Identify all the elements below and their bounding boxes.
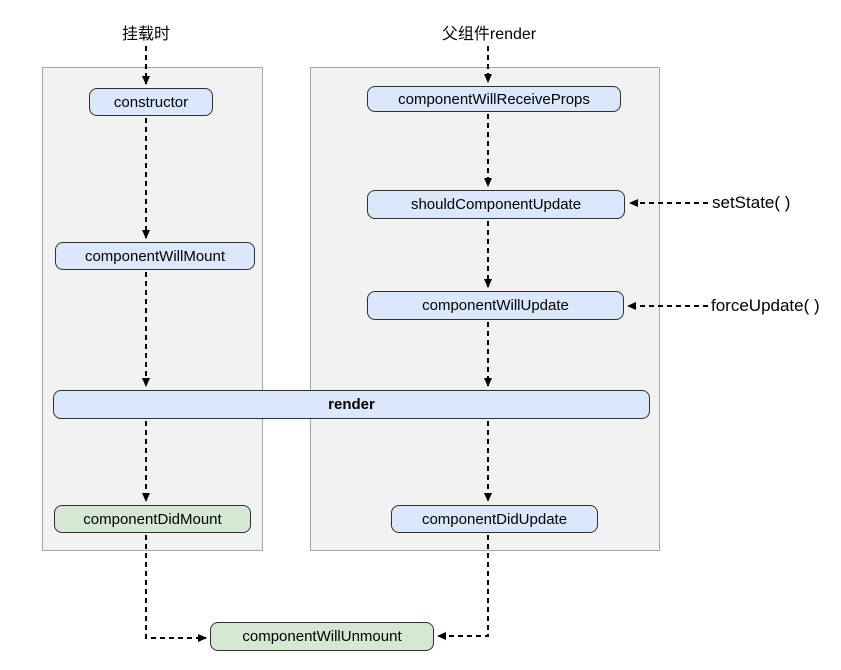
node-render: render: [53, 390, 650, 419]
node-component-did-mount: componentDidMount: [54, 505, 251, 533]
node-component-will-update: componentWillUpdate: [367, 291, 624, 320]
node-should-component-update: shouldComponentUpdate: [367, 190, 625, 219]
mount-phase-header: 挂载时: [121, 26, 171, 43]
node-component-will-receive-props: componentWillReceiveProps: [367, 86, 621, 112]
mount-phase-panel: [42, 67, 263, 551]
parent-render-header: 父组件render: [441, 26, 537, 43]
node-constructor: constructor: [89, 88, 213, 116]
force-update-label: forceUpdate( ): [711, 296, 820, 315]
node-component-did-update: componentDidUpdate: [391, 505, 598, 533]
set-state-label: setState( ): [712, 193, 791, 212]
node-component-will-mount: componentWillMount: [55, 242, 255, 270]
node-component-will-unmount: componentWillUnmount: [210, 622, 434, 651]
